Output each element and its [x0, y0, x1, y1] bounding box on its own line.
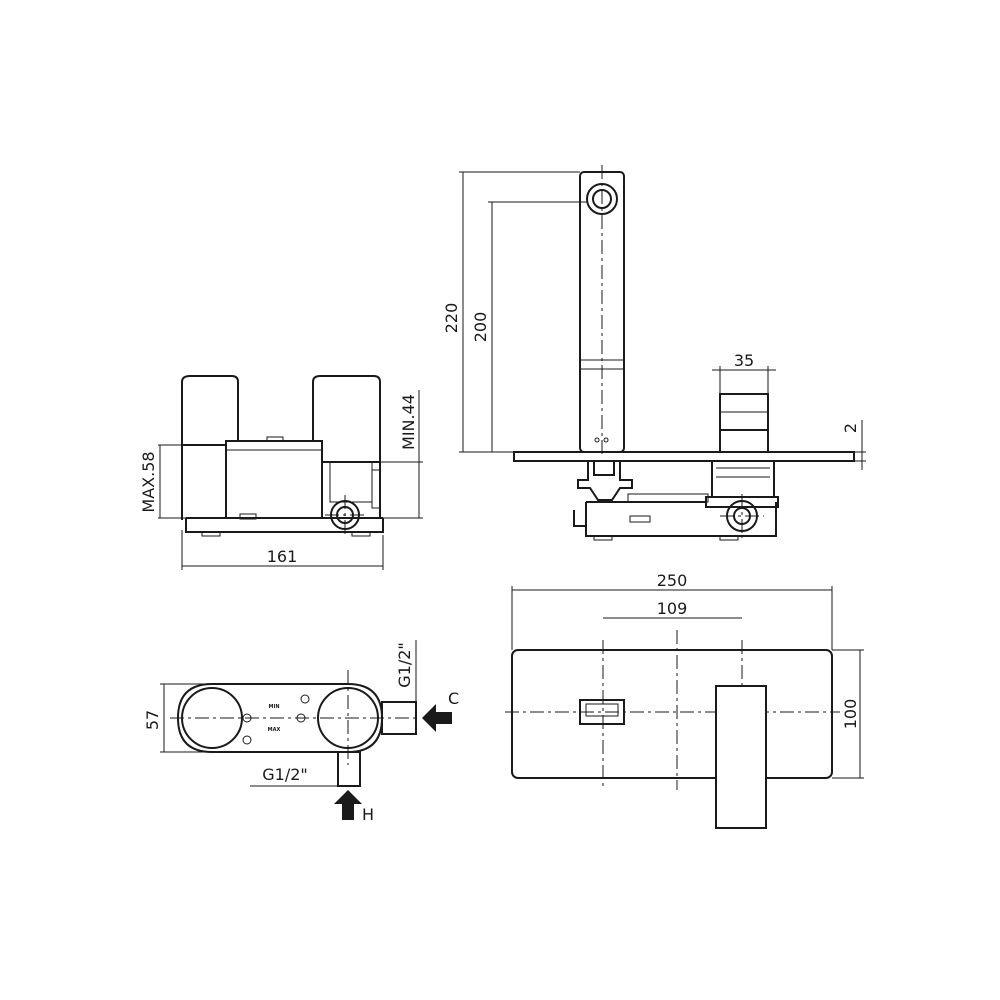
front-base-plate — [185, 513, 384, 537]
plate-view: 250 109 100 — [505, 571, 864, 829]
side-handle-35-dimension: 35 — [712, 351, 776, 394]
handle-35-label: 35 — [734, 351, 754, 370]
front-left-handle — [181, 375, 239, 520]
hot-inlet-label: H — [362, 805, 374, 824]
height-200-label: 200 — [471, 312, 490, 343]
plate-height-100-dimension: 100 — [832, 649, 864, 779]
side-handle — [719, 393, 769, 453]
front-max-depth-dimension: MAX.58 — [139, 444, 186, 519]
max-58-label: MAX.58 — [139, 451, 158, 512]
top-depth-57-dimension: 57 — [143, 683, 212, 753]
plate-spout-outline — [579, 699, 625, 725]
height-220-label: 220 — [442, 303, 461, 334]
min-mark: MIN — [268, 704, 279, 710]
spacing-109-label: 109 — [657, 599, 688, 618]
depth-57-label: 57 — [143, 710, 162, 730]
top-view: MIN MAX 57 G1/2" G1/2" C — [143, 640, 459, 824]
top-hot-inlet-pipe — [337, 751, 361, 787]
hot-inlet-arrow-icon: H — [334, 790, 374, 824]
plate-width-250-dimension: 250 — [511, 571, 833, 650]
side-concealed-box — [573, 460, 779, 541]
top-cold-thread-dimension: G1/2" — [395, 640, 417, 702]
side-wall-plate — [513, 451, 855, 462]
top-limit-marks: MIN MAX — [242, 694, 310, 745]
side-spout — [579, 165, 625, 458]
side-plate-2-dimension: 2 — [841, 420, 866, 470]
max-mark: MAX — [268, 727, 281, 733]
top-hot-thread-dimension: G1/2" — [250, 765, 360, 787]
cold-thread-label: G1/2" — [395, 642, 414, 688]
front-min-depth-dimension: MIN.44 — [380, 390, 423, 519]
side-height-220-dimension: 220 — [442, 171, 580, 453]
front-valve-block — [225, 436, 381, 519]
width-161-label: 161 — [267, 547, 298, 566]
plate-250-label: 250 — [657, 571, 688, 590]
side-outlet-ring — [720, 494, 764, 538]
plate-handle-outline — [715, 685, 767, 829]
wall-plate-outline — [505, 630, 840, 790]
front-view: 161 MAX.58 MIN.44 — [139, 375, 423, 570]
front-width-dimension: 161 — [181, 530, 384, 570]
plate-2-label: 2 — [841, 423, 860, 433]
min-44-label: MIN.44 — [399, 394, 418, 450]
front-outlet-ring — [325, 495, 365, 535]
cold-inlet-label: C — [448, 689, 459, 708]
cold-inlet-arrow-icon: C — [422, 689, 459, 732]
top-cold-inlet-pipe — [381, 701, 417, 735]
hot-thread-label: G1/2" — [262, 765, 308, 784]
plate-100-label: 100 — [841, 699, 860, 730]
plate-spacing-109-dimension: 109 — [603, 599, 742, 619]
side-view: 220 200 35 2 — [442, 165, 866, 541]
front-right-handle — [312, 375, 381, 462]
side-height-200-dimension: 200 — [471, 201, 588, 452]
